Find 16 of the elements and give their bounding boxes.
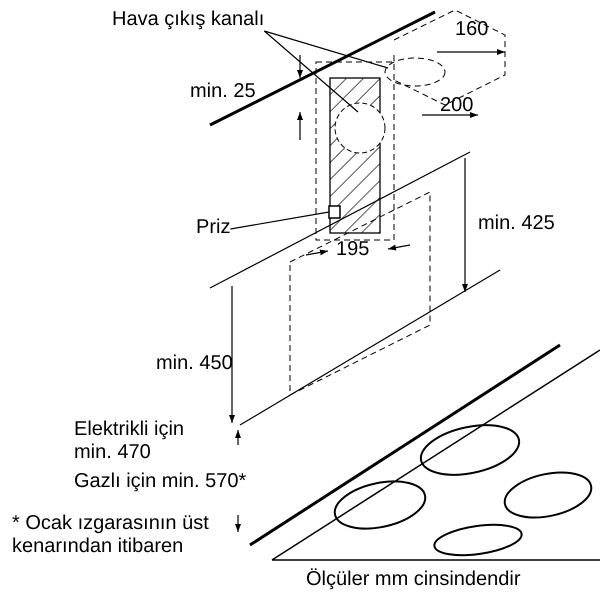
callout-label: Hava çıkış kanalı [112,8,264,31]
dimension-label: Gazlı için min. 570* [74,470,248,493]
dimension-label: min. 25 [190,80,256,103]
dimension-label: min. 450 [156,352,233,375]
leader-line [264,30,358,112]
dimension-label: 160 [455,18,488,41]
dimension-label: Elektrikli için min. 470 [74,418,186,464]
note: Ölçüler mm cinsindendir [306,568,522,591]
footnote: * Ocak ızgarasının üst kenarından itibaren [12,512,210,558]
leader-line [264,30,388,69]
socket-symbol [328,205,341,219]
callout-label: Priz [196,216,230,239]
leader-line [230,211,330,230]
dimension-label: min. 425 [478,212,555,235]
dimension-label: 195 [336,238,370,261]
dimension-label: 200 [440,94,474,117]
